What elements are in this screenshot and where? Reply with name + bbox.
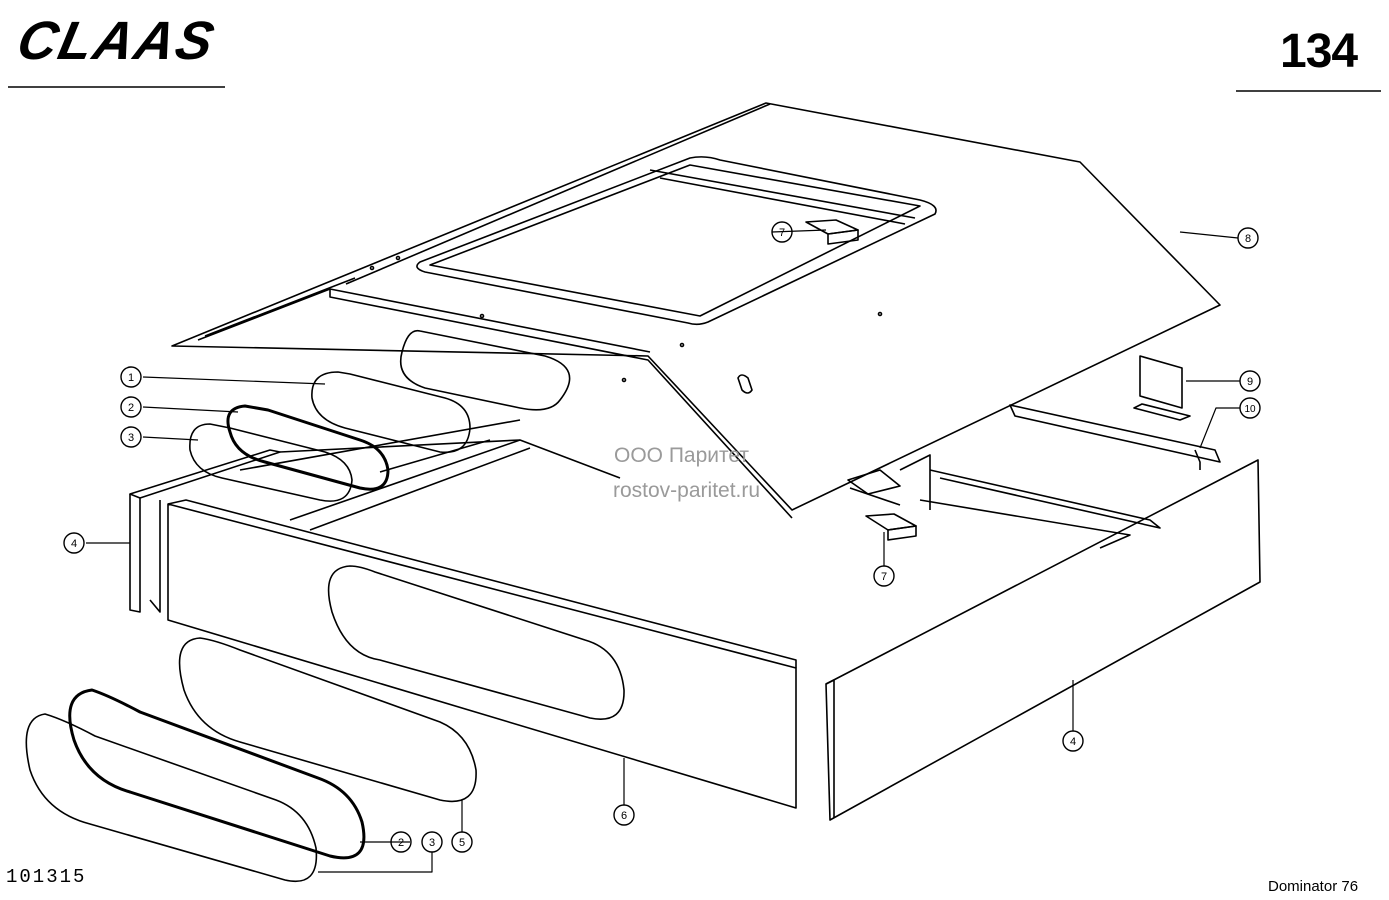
window-parts <box>25 371 477 882</box>
callout-circle-10 <box>1239 397 1261 419</box>
page-number: 134 <box>1280 25 1358 78</box>
watermark-url: rostov-paritet.ru <box>613 479 761 502</box>
callout-label: 3 <box>429 837 435 849</box>
callout-circle-9 <box>1239 370 1261 392</box>
callout-circle-2b <box>390 831 412 853</box>
callout-circle-4b <box>1062 730 1084 752</box>
callout-circle-1 <box>120 366 142 388</box>
watermark-company: ООО Паритет <box>614 444 750 467</box>
callout-circle-8 <box>1237 227 1259 249</box>
model-name: Dominator 76 <box>1268 878 1359 895</box>
callout-label: 10 <box>1244 404 1256 415</box>
callout-circle-5 <box>451 831 473 853</box>
callout-circle-7b <box>873 565 895 587</box>
callout-label: 1 <box>128 372 134 384</box>
callout-label: 4 <box>1070 736 1076 748</box>
callout-label: 4 <box>71 538 77 550</box>
callout-label: 8 <box>1245 233 1251 245</box>
leader-lines <box>86 229 1240 873</box>
callout-circle-7a <box>771 221 793 243</box>
callout-circle-6 <box>613 804 635 826</box>
callout-label: 2 <box>398 837 404 849</box>
callout-circle-4a <box>63 532 85 554</box>
callout-label: 7 <box>779 227 785 239</box>
callout-circle-3a <box>120 426 142 448</box>
callout-label: 9 <box>1247 376 1253 388</box>
claas-logo: CLAAS <box>12 11 221 71</box>
callout-label: 3 <box>128 432 134 444</box>
callout-label: 5 <box>459 837 465 849</box>
drawing-number: 101315 <box>6 866 87 888</box>
inner-frame <box>129 404 1221 613</box>
roof-cover-part <box>171 102 1221 519</box>
callout-label: 6 <box>621 810 627 822</box>
side-panel-right <box>825 459 1261 821</box>
callout-label: 2 <box>128 402 134 414</box>
brackets <box>847 355 1191 541</box>
callout-circle-2a <box>120 396 142 418</box>
callout-circle-3b <box>421 831 443 853</box>
callout-circles <box>63 221 1261 853</box>
callout-label: 7 <box>881 571 887 583</box>
side-panel-front <box>167 499 797 809</box>
